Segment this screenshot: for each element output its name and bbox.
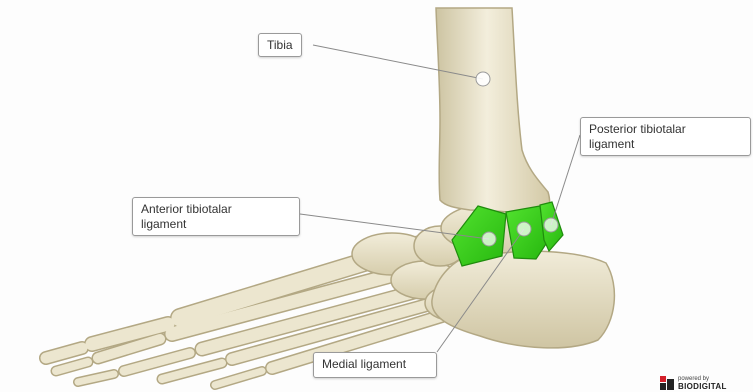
label-medial-ligament[interactable]: Medial ligament bbox=[313, 352, 437, 378]
leader-line-posterior-tibiotalar bbox=[551, 135, 580, 225]
label-text: Medial ligament bbox=[322, 357, 428, 372]
phalanx-3-proximal bbox=[124, 353, 190, 371]
brand-text: powered by BIODIGITAL bbox=[678, 376, 727, 390]
brand-name: BIODIGITAL bbox=[678, 383, 727, 390]
label-posterior-tibiotalar-ligament[interactable]: Posterior tibiotalar ligament bbox=[580, 117, 751, 156]
biodigital-branding[interactable]: powered by BIODIGITAL bbox=[660, 375, 727, 391]
label-pin-icon[interactable] bbox=[476, 72, 490, 86]
tibia bbox=[436, 8, 550, 218]
phalanx-2-distal bbox=[56, 362, 88, 371]
logo-dark-square bbox=[660, 383, 666, 390]
label-anterior-tibiotalar-ligament[interactable]: Anterior tibiotalar ligament bbox=[132, 197, 300, 236]
label-text: Posterior tibiotalar bbox=[589, 122, 742, 137]
label-text: ligament bbox=[589, 137, 742, 152]
label-text: Tibia bbox=[267, 38, 293, 53]
phalanx-3-distal bbox=[78, 374, 114, 382]
label-pin-icon[interactable] bbox=[544, 218, 558, 232]
calcaneus bbox=[432, 251, 615, 348]
label-text: ligament bbox=[141, 217, 291, 232]
biodigital-logo-icon bbox=[660, 376, 674, 390]
logo-red-square bbox=[660, 376, 666, 382]
label-pin-icon[interactable] bbox=[517, 222, 531, 236]
label-text: Anterior tibiotalar bbox=[141, 202, 291, 217]
label-pin-icon[interactable] bbox=[482, 232, 496, 246]
label-tibia[interactable]: Tibia bbox=[258, 33, 302, 57]
logo-dark-bar bbox=[667, 379, 674, 390]
